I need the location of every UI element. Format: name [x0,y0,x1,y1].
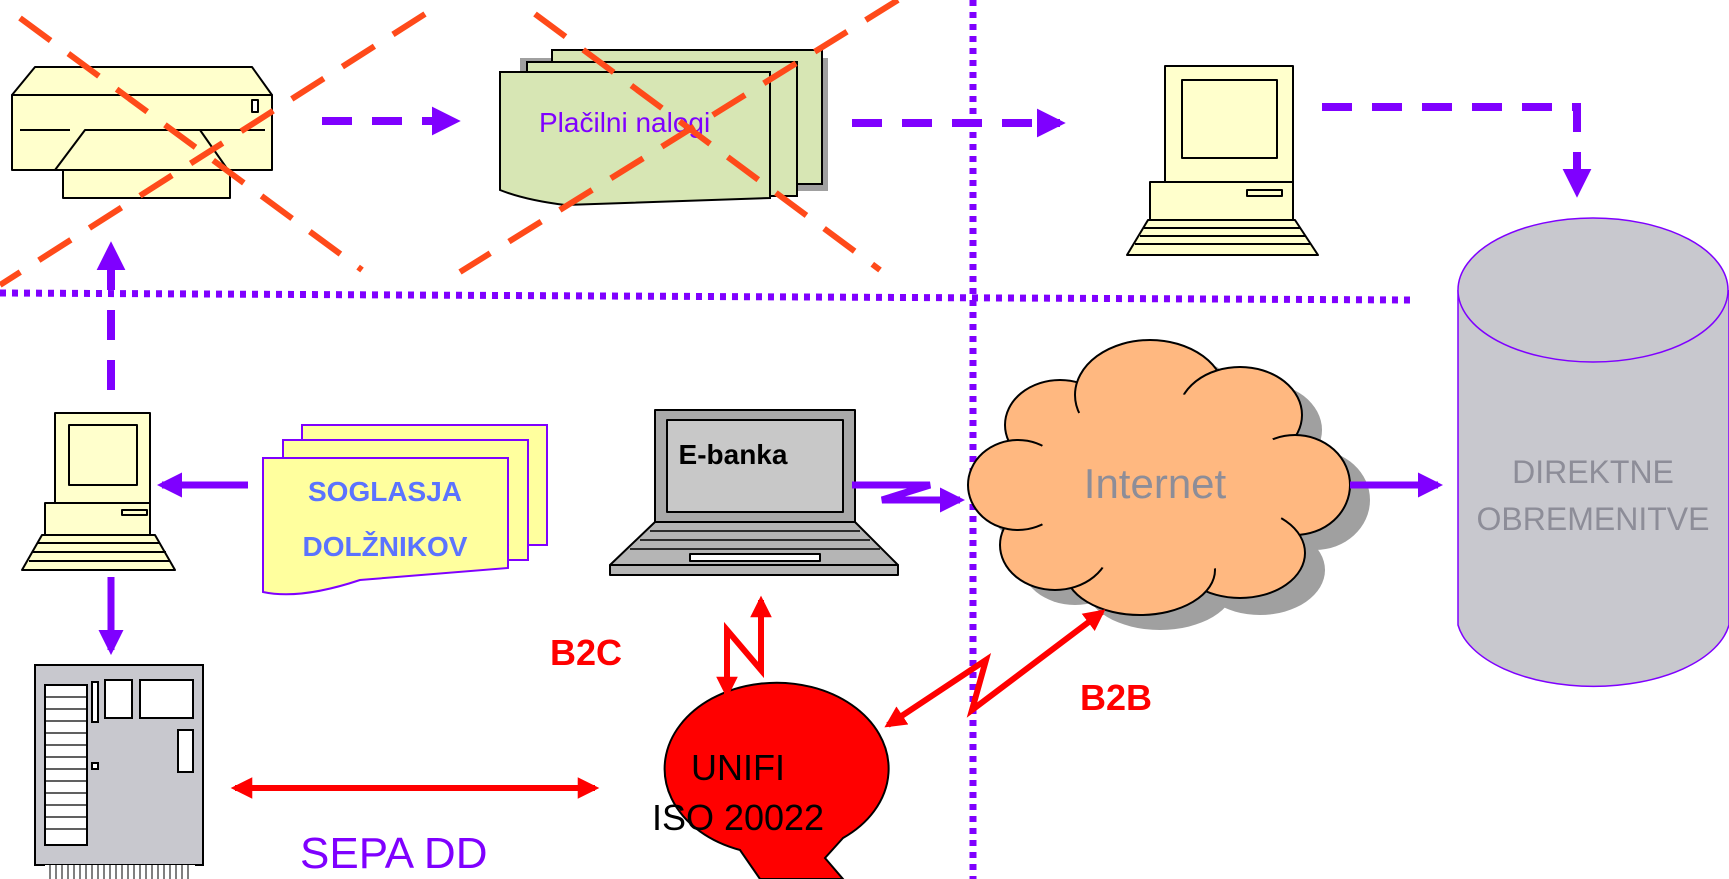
document-stack-icon [499,49,828,207]
b2b-label: B2B [1080,677,1152,718]
desktop-computer-icon [1126,65,1319,256]
internet-label: Internet [1084,460,1227,507]
top-flow-arrows [96,103,1592,390]
arrow-unifi-internet [884,609,1106,728]
arrow-unifi-ebank [716,595,772,699]
separator-lines [0,0,1411,879]
server-icon [34,664,204,879]
cancel-cross-marks [0,0,900,288]
b2c-label: B2C [550,632,622,673]
cloud-icon [967,339,1370,630]
ebank-label: E-banka [679,439,788,470]
unifi-bubble [663,681,890,879]
red-flow-arrows [230,595,1106,799]
unifi-label-line2: ISO 20022 [652,797,824,838]
consents-label-line1: SOGLASJA [308,476,462,507]
horizontal-separator [0,289,1411,304]
unifi-label-line1: UNIFI [691,747,785,788]
ebank-label-box [670,425,820,485]
direct-debits-label-line2: OBREMENITVE [1477,501,1710,537]
desktop-computer-icon [21,412,176,571]
arrow-computer-to-database [1322,103,1592,198]
document-stack-icon [262,424,548,596]
left-flow-arrows [98,472,248,656]
direct-debits-label-line1: DIREKTNE [1512,454,1674,490]
sepa-dd-label: SEPA DD [300,829,487,878]
arrow-laptop-to-internet [852,481,966,513]
database-cylinder-icon [1457,217,1729,688]
consents-label-line2: DOLŽNIKOV [303,531,468,562]
